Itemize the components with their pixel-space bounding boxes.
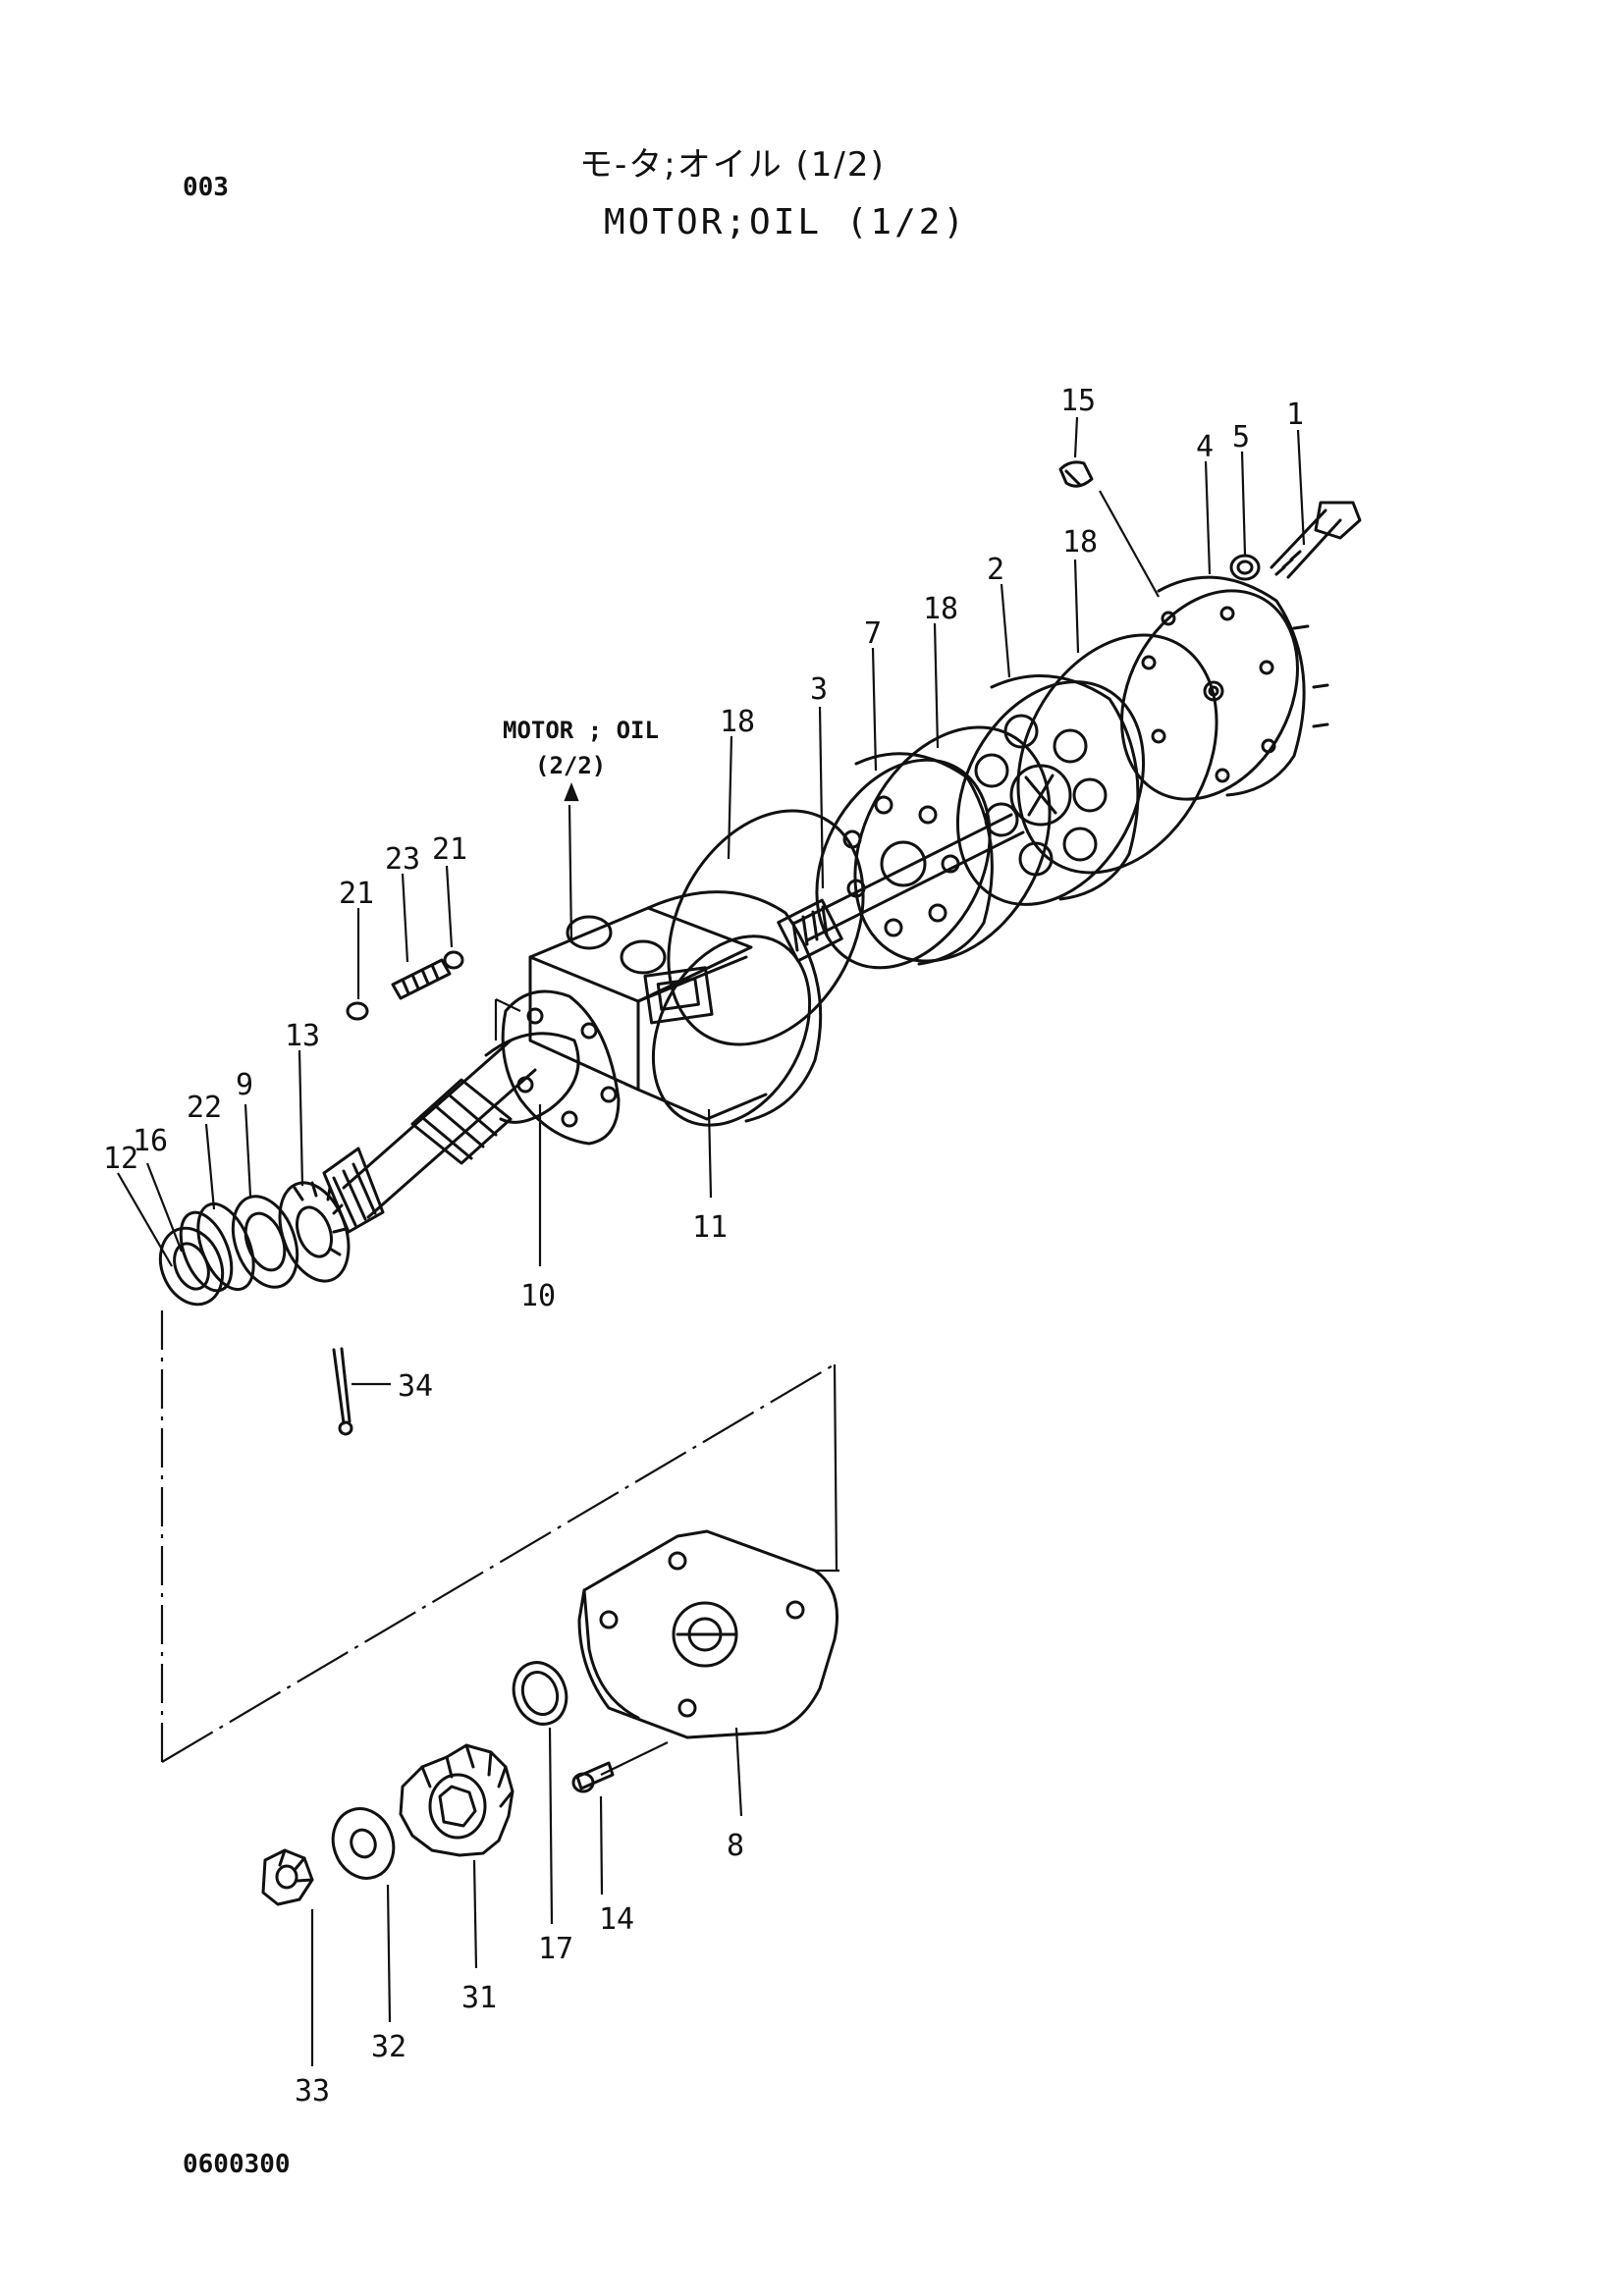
part-o-ring-a bbox=[1016, 633, 1218, 875]
page-title-japanese: モ-タ;オイル (1/2) bbox=[579, 145, 886, 185]
part-number-13: 13 bbox=[285, 1019, 320, 1053]
part-number-8: 8 bbox=[727, 1829, 744, 1863]
part-valve-plate bbox=[815, 752, 994, 970]
part-bolt bbox=[1270, 501, 1362, 579]
part-mounting-flange bbox=[577, 1529, 839, 1739]
part-number-labels: 1 2 3 4 5 7 8 9 10 11 12 13 14 15 16 17 … bbox=[103, 384, 1304, 2109]
part-number-18a: 18 bbox=[1062, 525, 1098, 560]
part-o-ring-small-b bbox=[443, 950, 464, 970]
part-number-9: 9 bbox=[236, 1068, 253, 1102]
part-number-34: 34 bbox=[398, 1369, 433, 1404]
part-number-17: 17 bbox=[538, 1932, 573, 1966]
part-o-ring-b bbox=[853, 725, 1052, 963]
part-number-31: 31 bbox=[461, 1981, 497, 2015]
part-washer bbox=[1229, 554, 1261, 581]
part-number-23: 23 bbox=[385, 842, 420, 877]
part-number-7: 7 bbox=[864, 616, 882, 651]
part-number-4: 4 bbox=[1196, 430, 1214, 464]
part-output-shaft bbox=[322, 1032, 580, 1234]
part-castle-nut bbox=[261, 1848, 314, 1906]
part-housing bbox=[501, 890, 823, 1146]
part-number-18b: 18 bbox=[923, 592, 958, 626]
part-number-14: 14 bbox=[599, 1902, 634, 1937]
part-drive-shaft bbox=[777, 813, 1025, 963]
part-screw bbox=[571, 1761, 615, 1793]
part-number-10: 10 bbox=[520, 1279, 556, 1313]
part-number-32: 32 bbox=[371, 2030, 406, 2064]
part-dust-seal bbox=[158, 1226, 225, 1307]
page-code: 003 bbox=[183, 173, 229, 202]
part-o-ring-small-a bbox=[346, 1001, 369, 1021]
part-number-11: 11 bbox=[692, 1210, 728, 1245]
part-flange-seal bbox=[512, 1661, 568, 1726]
page-title: MOTOR;OIL (1/2) bbox=[604, 202, 968, 242]
part-number-15: 15 bbox=[1060, 384, 1096, 418]
part-number-3: 3 bbox=[810, 672, 828, 707]
part-end-cover bbox=[1120, 575, 1329, 801]
part-gerotor-set bbox=[955, 673, 1146, 906]
part-number-5: 5 bbox=[1232, 420, 1250, 454]
part-cotter-pin bbox=[332, 1347, 353, 1436]
reference-note-line2: (2/2) bbox=[535, 752, 606, 779]
part-oil-seal bbox=[179, 1210, 234, 1293]
part-number-12: 12 bbox=[103, 1142, 138, 1176]
part-plug bbox=[1058, 460, 1094, 488]
part-number-21a: 21 bbox=[432, 832, 467, 867]
part-spring bbox=[391, 958, 452, 1000]
part-number-22: 22 bbox=[187, 1091, 222, 1125]
part-number-18c: 18 bbox=[720, 705, 755, 739]
part-number-33: 33 bbox=[295, 2074, 330, 2109]
part-number-1: 1 bbox=[1286, 398, 1304, 432]
figure-code: 0600300 bbox=[183, 2150, 291, 2179]
part-number-16: 16 bbox=[133, 1124, 168, 1158]
reference-note: MOTOR ; OIL (2/2) bbox=[503, 717, 659, 779]
part-gear-washer bbox=[331, 1807, 396, 1880]
part-gear bbox=[399, 1743, 514, 1857]
reference-note-line1: MOTOR ; OIL bbox=[503, 717, 659, 744]
part-number-2: 2 bbox=[987, 553, 1004, 587]
part-o-ring-c bbox=[667, 809, 865, 1046]
part-spacer bbox=[231, 1195, 299, 1289]
part-number-21b: 21 bbox=[339, 877, 374, 911]
